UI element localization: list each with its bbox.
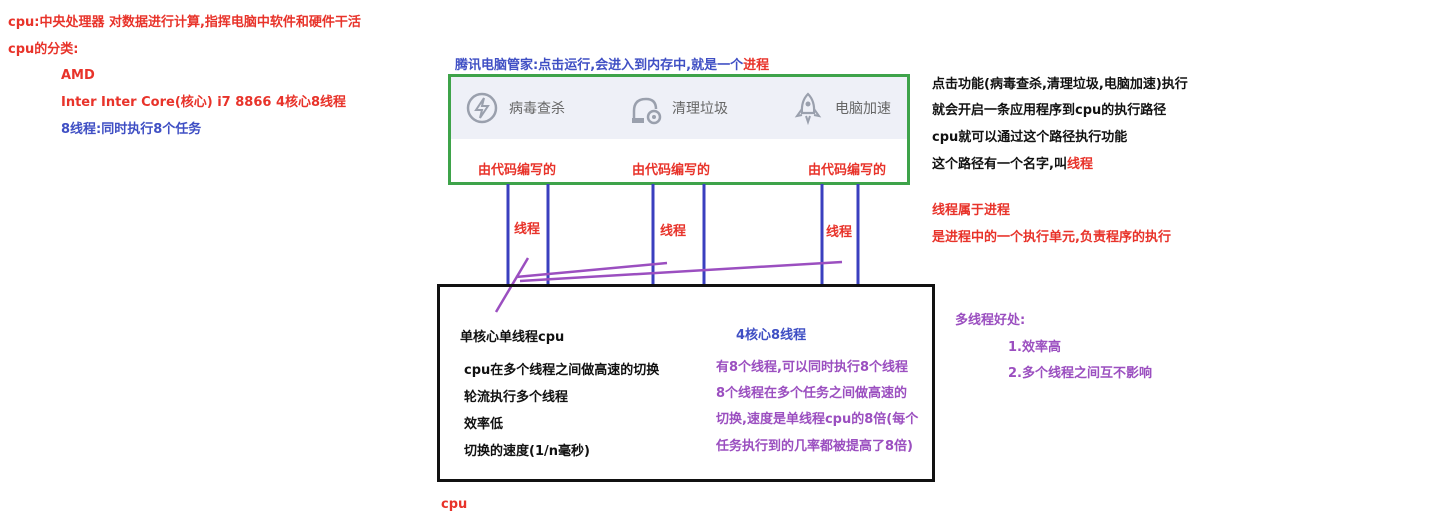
switch-stroke-2 <box>515 261 668 279</box>
thread-label-1: 线程 <box>514 222 541 237</box>
eight-threads-note: 8线程:同时执行8个任务 <box>61 122 202 137</box>
process-title-text: 腾讯电脑管家:点击运行,会进入到内存中,就是一个 <box>455 58 744 73</box>
cpu-box <box>437 284 935 482</box>
switch-stroke-3 <box>519 260 843 283</box>
tool-clean-junk[interactable]: 清理垃圾 <box>628 91 728 125</box>
thread-label-2: 线程 <box>660 224 687 239</box>
single-core-line-2: 轮流执行多个线程 <box>464 390 569 405</box>
tool-speed-up[interactable]: 电脑加速 <box>791 91 891 125</box>
cpu-type-intel: Inter Inter Core(核心) i7 8866 4核心8线程 <box>61 95 347 110</box>
multi-core-title: 4核心8线程 <box>736 328 807 343</box>
multi-core-line-1: 有8个线程,可以同时执行8个线程 <box>716 360 909 375</box>
vacuum-cleaner-icon <box>628 91 662 125</box>
thread-unit-note: 是进程中的一个执行单元,负责程序的执行 <box>932 230 1171 245</box>
multi-core-line-4: 任务执行到的几率都被提高了8倍) <box>716 439 913 454</box>
single-core-title: 单核心单线程cpu <box>460 330 565 345</box>
multi-core-line-2: 8个线程在多个任务之间做高速的 <box>716 386 908 401</box>
right-note-3: cpu就可以通过这个路径执行功能 <box>932 130 1128 145</box>
process-app-box: 病毒查杀 清理垃圾 电脑加速 <box>448 74 910 185</box>
code-label-virus: 由代码编写的 <box>478 163 557 178</box>
right-note-1: 点击功能(病毒查杀,清理垃圾,电脑加速)执行 <box>932 77 1188 92</box>
right-note-4: 这个路径有一个名字,叫线程 <box>932 157 1093 173</box>
cpu-types-heading: cpu的分类: <box>8 42 79 57</box>
single-core-line-4: 切换的速度(1/n毫秒) <box>464 444 590 459</box>
cpu-type-amd: AMD <box>61 68 95 83</box>
tool-virus-scan-label: 病毒查杀 <box>509 101 565 117</box>
right-note-2: 就会开启一条应用程序到cpu的执行路径 <box>932 103 1167 118</box>
thread-label-3: 线程 <box>826 225 853 240</box>
thread-belongs-note: 线程属于进程 <box>932 203 1011 218</box>
single-core-line-3: 效率低 <box>464 417 504 432</box>
tool-clean-junk-label: 清理垃圾 <box>672 101 728 117</box>
lightning-shield-icon <box>465 91 499 125</box>
multi-core-line-3: 切换,速度是单线程cpu的8倍(每个 <box>716 412 919 427</box>
tool-speed-up-label: 电脑加速 <box>835 101 891 117</box>
cpu-label: cpu <box>441 497 468 512</box>
benefits-title: 多线程好处: <box>955 313 1026 328</box>
process-title: 腾讯电脑管家:点击运行,会进入到内存中,就是一个进程 <box>455 58 769 74</box>
rocket-icon <box>791 91 825 125</box>
right-note-4-highlight: 线程 <box>1066 157 1093 172</box>
benefit-item-2: 2.多个线程之间互不影响 <box>1008 366 1152 381</box>
cpu-definition: cpu:中央处理器 对数据进行计算,指挥电脑中软件和硬件干活 <box>8 15 361 30</box>
code-label-speed: 由代码编写的 <box>808 163 887 178</box>
benefit-item-1: 1.效率高 <box>1008 340 1061 355</box>
right-note-4-text: 这个路径有一个名字,叫 <box>932 157 1067 172</box>
tool-virus-scan[interactable]: 病毒查杀 <box>465 91 565 125</box>
single-core-line-1: cpu在多个线程之间做高速的切换 <box>464 363 660 378</box>
process-title-highlight: 进程 <box>743 58 770 73</box>
app-toolbar: 病毒查杀 清理垃圾 电脑加速 <box>451 77 907 139</box>
code-label-clean: 由代码编写的 <box>632 163 711 178</box>
